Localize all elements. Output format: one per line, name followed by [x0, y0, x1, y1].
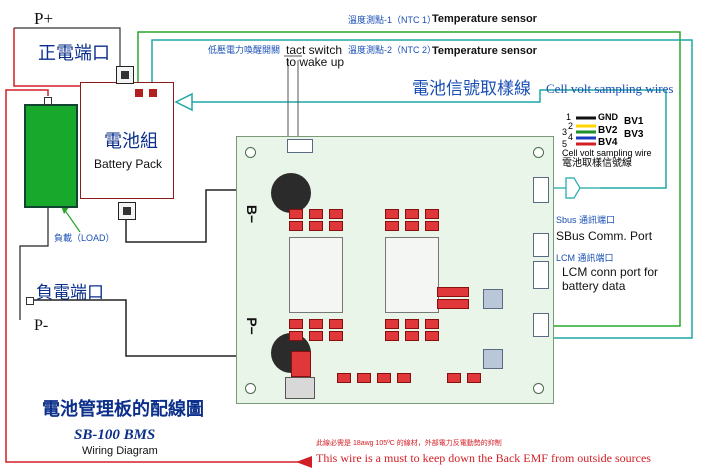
- wake-cn-label: 低壓電力喚醒開關: [208, 45, 281, 55]
- load-label: 負載（LOAD）: [54, 233, 115, 243]
- ntc2-wire: [151, 39, 693, 339]
- p-plus-pad: [285, 377, 315, 399]
- tact-connector: [287, 139, 313, 153]
- wake-button: [291, 351, 311, 377]
- ntc1-wire: [137, 31, 681, 327]
- p-minus-pcb-label: P−: [243, 317, 260, 335]
- ntc1-cn-label: 溫度測點-1（NTC 1）: [348, 15, 437, 25]
- lcm-en-label-2: battery data: [562, 279, 626, 293]
- p-plus-label: P+: [34, 9, 54, 28]
- sampling-wire: [178, 89, 667, 189]
- load-red-wire: [5, 89, 310, 463]
- ntc-connector: [533, 313, 549, 337]
- load-neg-wire: [19, 206, 49, 320]
- sampling-en-label: Cell volt sampling wires: [546, 81, 674, 96]
- sampling-wire-en-label: Cell volt sampling wire: [562, 148, 652, 158]
- battery-group-label: 電池組: [104, 131, 158, 151]
- wake-en-label-2: to wake up: [286, 55, 345, 69]
- b-minus-terminal-coil: [271, 173, 311, 213]
- positive-port-label: 正電端口: [38, 43, 110, 63]
- title-cn: 電池管理板的配線圖: [42, 399, 204, 419]
- b-minus-pcb-label: B−: [244, 204, 261, 224]
- wire-num-4: 4: [568, 132, 574, 142]
- sbus-en-label: SBus Comm. Port: [556, 229, 653, 243]
- load-top-terminal: [44, 97, 52, 105]
- ntc2-cn-label: 溫度測點-2（NTC 2）: [348, 45, 437, 55]
- wire-num-2: 2: [568, 121, 574, 131]
- ntc2-dot: [149, 89, 157, 97]
- tact-wire: [287, 60, 299, 138]
- load-battery: [24, 104, 78, 208]
- ic-1: [483, 289, 503, 309]
- sbus-cn-label: Sbus 通訊端口: [556, 215, 616, 225]
- lcm-connector: [533, 261, 549, 289]
- sampling-connector: [533, 177, 549, 203]
- mosfet-bank-2: [385, 237, 439, 313]
- sampling-wire-cn-label: 電池取樣信號線: [562, 158, 632, 169]
- pack-positive-terminal: [116, 66, 134, 84]
- ntc2-en-label: Temperature sensor: [432, 45, 537, 57]
- bms-pcb: B− P−: [236, 136, 554, 404]
- sampling-plug: [565, 177, 581, 199]
- sampling-arrow: [174, 92, 193, 112]
- wire-num-3: 3: [562, 127, 568, 137]
- bv3-label: BV3: [624, 129, 644, 140]
- sbus-connector: [533, 233, 549, 257]
- wire-num-5: 5: [562, 139, 568, 149]
- note-cn: 此線必需是 18awg 105ºC 的線材，外部電力反電動勢的抑制: [316, 440, 502, 447]
- ntc1-en-label: Temperature sensor: [432, 13, 537, 25]
- mosfet-bank-1: [289, 237, 343, 313]
- wire-num-1: 1: [566, 112, 572, 122]
- p-plus-wire: [13, 28, 80, 87]
- pack-negative-terminal: [118, 202, 136, 220]
- note-en: This wire is a must to keep down the Bac…: [316, 451, 651, 465]
- lcm-en-label-1: LCM conn port for: [562, 265, 659, 279]
- p-minus-label: P-: [34, 317, 49, 334]
- p-plus-wire-2: [14, 27, 121, 66]
- bv1-label: BV1: [624, 116, 644, 127]
- title-model: SB-100 BMS: [74, 427, 156, 443]
- bv2-label: BV2: [598, 125, 618, 136]
- gnd-label: GND: [598, 112, 618, 122]
- battery-pack-label: Battery Pack: [94, 157, 163, 171]
- note-arrow: [296, 456, 312, 468]
- sampling-cn-label: 電池信號取樣線: [412, 79, 531, 98]
- p-minus-terminal: [26, 297, 34, 305]
- lcm-cn-label: LCM 通訊端口: [556, 253, 614, 263]
- bv4-label: BV4: [598, 137, 618, 148]
- wake-en-label-1: tact switch: [286, 43, 343, 57]
- ntc1-dot: [135, 89, 143, 97]
- title-en: Wiring Diagram: [82, 445, 158, 457]
- ic-2: [483, 349, 503, 369]
- pack-neg-wire: [125, 189, 270, 243]
- p-minus-wire: [30, 299, 266, 357]
- negative-port-label: 負電端口: [36, 283, 104, 302]
